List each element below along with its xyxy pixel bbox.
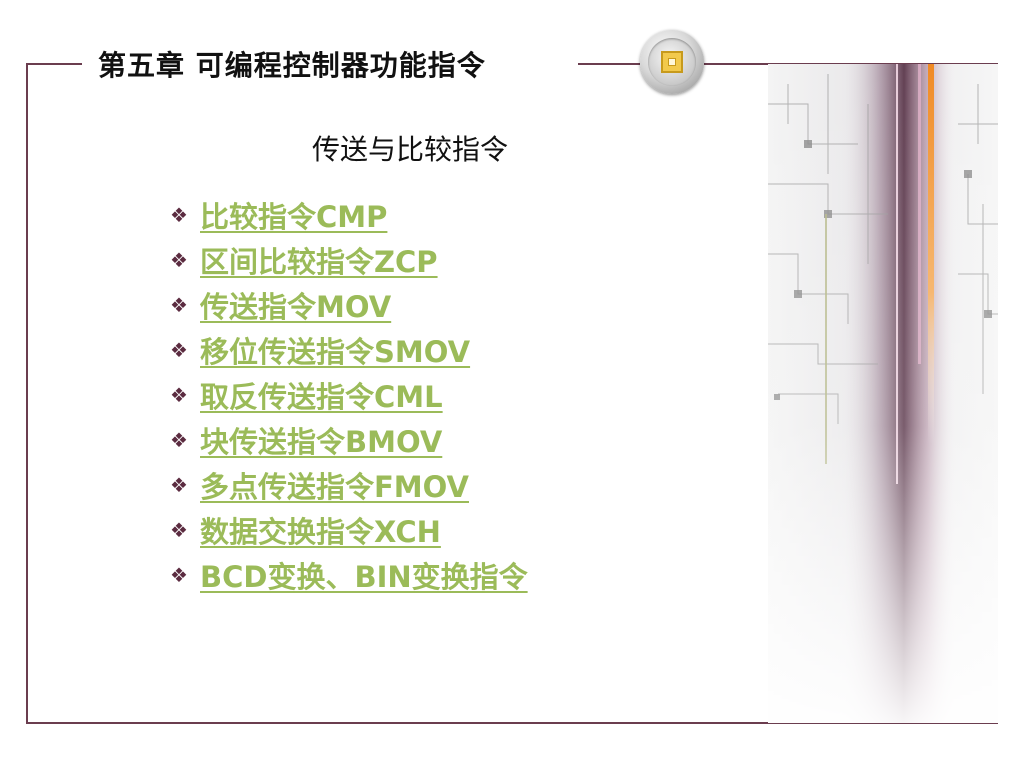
link-xch[interactable]: 数据交换指令XCH [200,514,441,549]
decorative-circuit-panel [768,64,998,723]
diamond-bullet-icon: ❖ [170,382,188,407]
link-bmov[interactable]: 块传送指令BMOV [200,424,443,459]
menu-item: ❖ 块传送指令BMOV [170,417,528,462]
link-zcp[interactable]: 区间比较指令ZCP [200,244,438,279]
menu-item: ❖ 传送指令MOV [170,282,528,327]
circuit-graphic [768,64,998,723]
link-bcd-bin[interactable]: BCD变换、BIN变换指令 [200,559,528,594]
link-mov[interactable]: 传送指令MOV [200,289,392,324]
link-cmp[interactable]: 比较指令CMP [200,199,388,234]
emblem-icon [640,30,704,94]
emblem-square-icon [661,51,683,73]
header-rule-middle [578,63,640,65]
menu-item: ❖ 数据交换指令XCH [170,507,528,552]
menu-item: ❖ 比较指令CMP [170,192,528,237]
menu-item: ❖ BCD变换、BIN变换指令 [170,552,528,597]
diamond-bullet-icon: ❖ [170,337,188,362]
menu-item: ❖ 取反传送指令CML [170,372,528,417]
diamond-bullet-icon: ❖ [170,562,188,587]
link-cml[interactable]: 取反传送指令CML [200,379,443,414]
diamond-bullet-icon: ❖ [170,517,188,542]
link-smov[interactable]: 移位传送指令SMOV [200,334,471,369]
diamond-bullet-icon: ❖ [170,292,188,317]
instruction-menu: ❖ 比较指令CMP ❖ 区间比较指令ZCP ❖ 传送指令MOV ❖ 移位传送指令… [170,192,528,597]
link-fmov[interactable]: 多点传送指令FMOV [200,469,469,504]
diamond-bullet-icon: ❖ [170,247,188,272]
menu-item: ❖ 多点传送指令FMOV [170,462,528,507]
menu-item: ❖ 移位传送指令SMOV [170,327,528,372]
diamond-bullet-icon: ❖ [170,202,188,227]
header-rule-left [26,63,82,65]
menu-item: ❖ 区间比较指令ZCP [170,237,528,282]
chapter-title: 第五章 可编程控制器功能指令 [98,49,486,82]
section-heading: 传送与比较指令 [311,133,508,166]
diamond-bullet-icon: ❖ [170,472,188,497]
diamond-bullet-icon: ❖ [170,427,188,452]
